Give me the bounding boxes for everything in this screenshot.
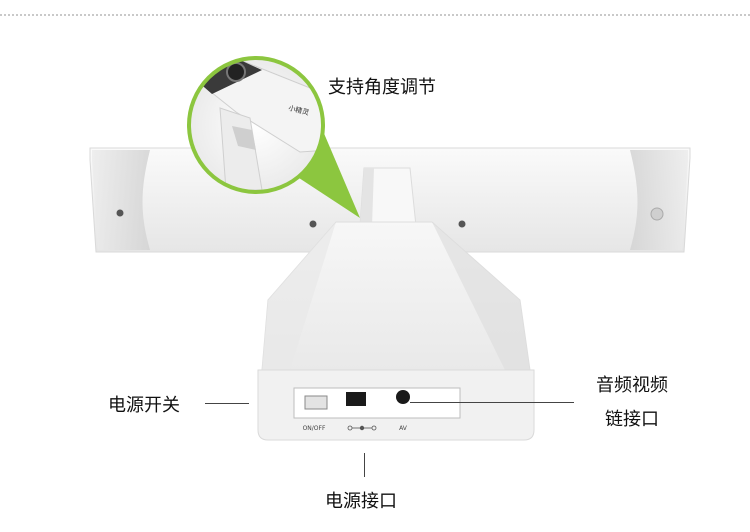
av-jack	[396, 390, 410, 404]
zoom-ring	[187, 56, 325, 194]
av-port-label-line2: 链接口	[605, 409, 659, 430]
power-switch-leader	[205, 403, 249, 404]
screw-hole	[309, 220, 317, 228]
left-screw-hole	[116, 209, 124, 217]
top-dotted-divider	[0, 14, 750, 16]
angle-adjust-label: 支持角度调节	[328, 77, 436, 98]
screw-hole	[458, 220, 466, 228]
dc-power-jack	[346, 392, 366, 406]
power-switch-label: 电源开关	[108, 395, 180, 416]
av-port-label-line1: 音频视频	[596, 375, 668, 396]
camera-lens-icon	[226, 62, 246, 82]
switch-panel-label: ON/OFF	[303, 425, 326, 432]
power-switch	[304, 395, 328, 410]
power-port-label: 电源接口	[325, 491, 397, 512]
device-neck	[359, 167, 417, 227]
av-port-leader	[410, 402, 574, 403]
av-panel-label: AV	[399, 425, 408, 432]
dc-polarity-icon	[347, 425, 377, 431]
angle-zoom-inset: 小精灵	[187, 56, 325, 194]
power-port-leader	[364, 453, 365, 477]
device-base: ON/OFF AV	[257, 221, 535, 441]
speaker-grill	[650, 207, 664, 221]
